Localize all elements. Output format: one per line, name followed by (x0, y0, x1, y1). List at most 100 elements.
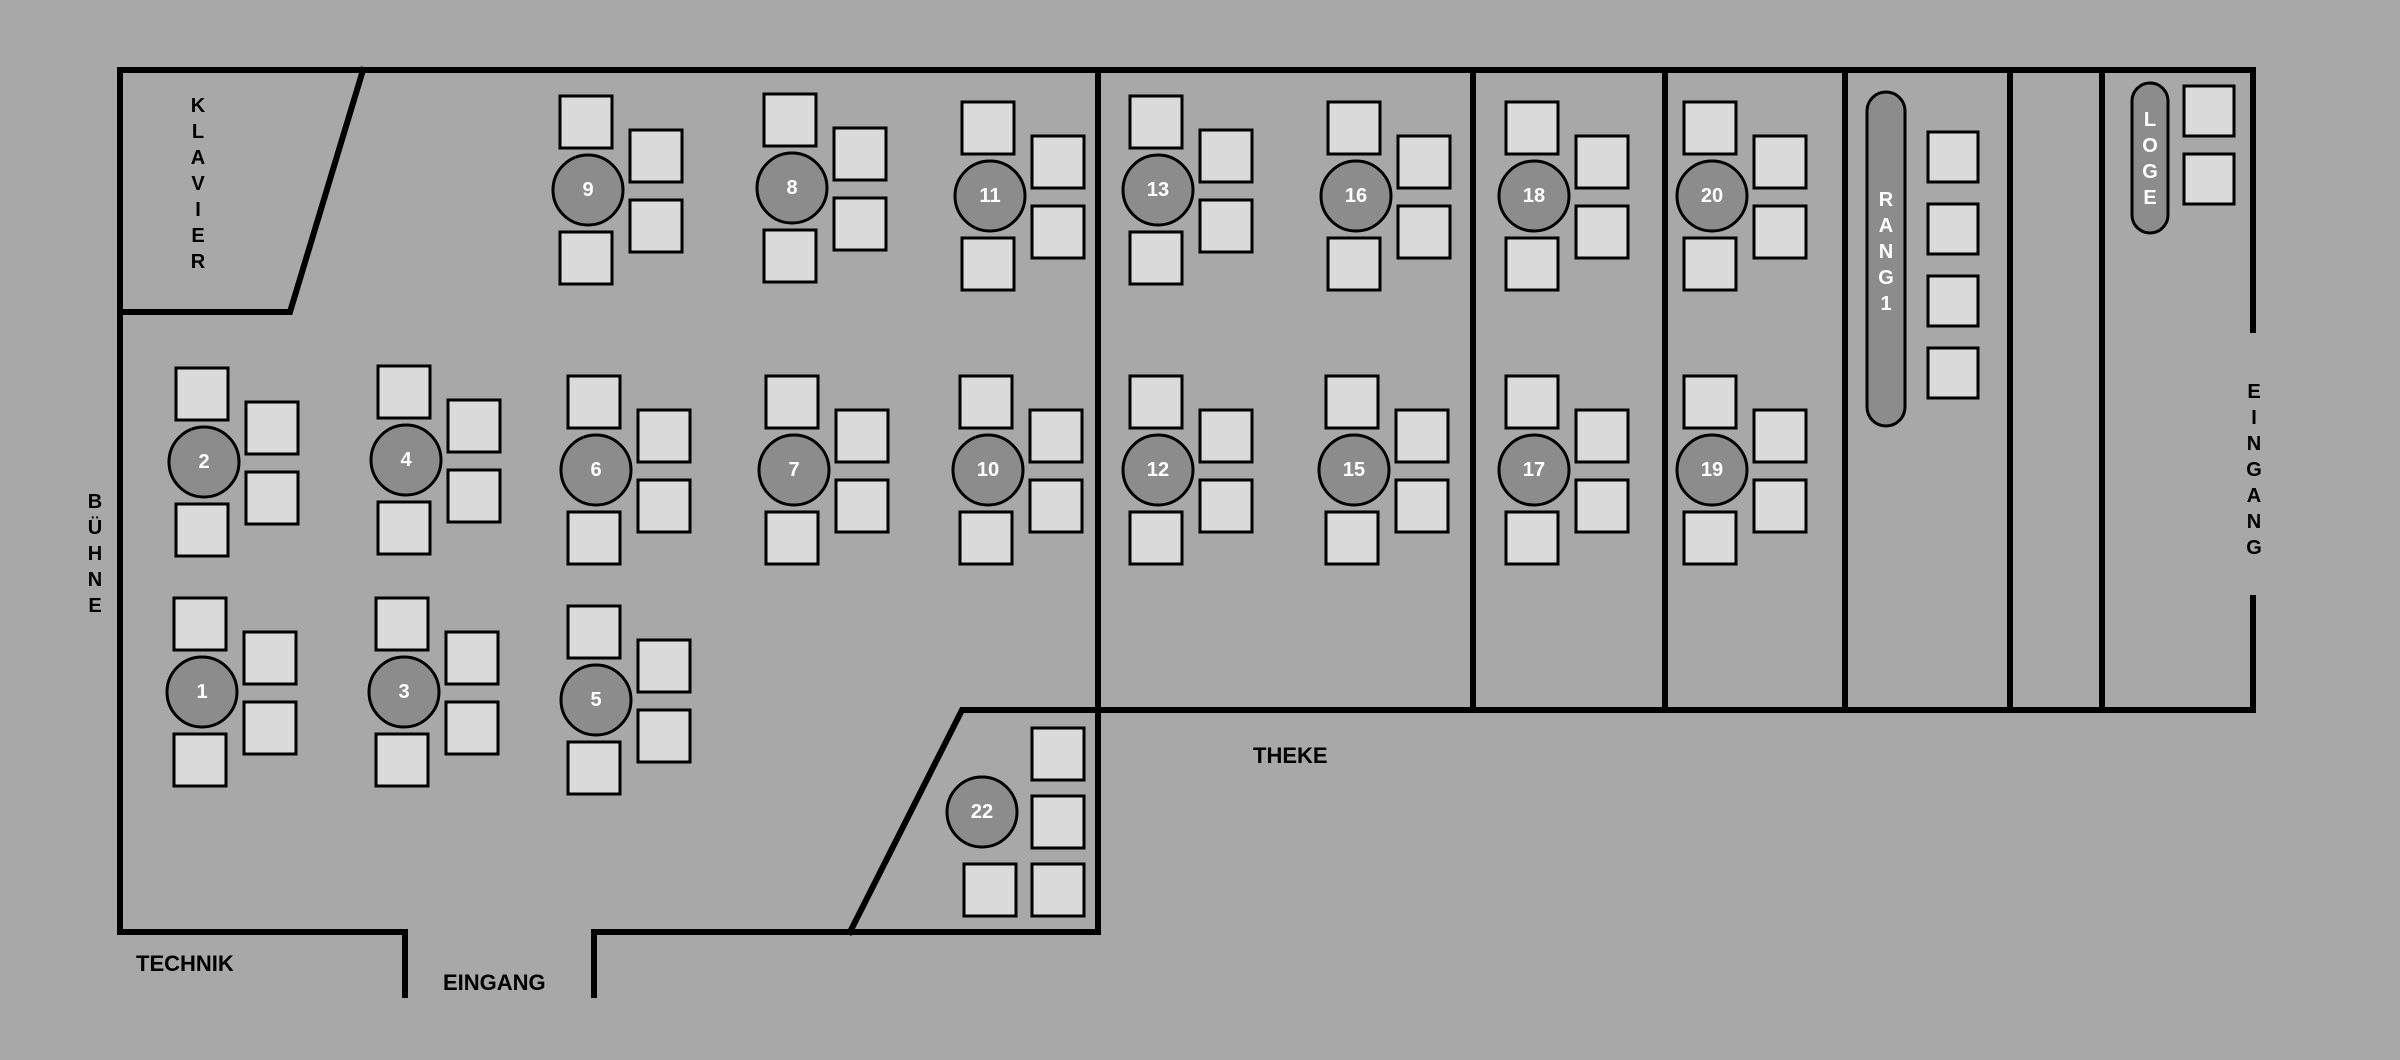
loge-bench[interactable] (2130, 81, 2170, 235)
chair[interactable] (1128, 94, 1184, 150)
chair[interactable] (558, 94, 614, 150)
chair[interactable] (244, 470, 300, 526)
table-15[interactable] (1317, 433, 1391, 507)
chair[interactable] (764, 510, 820, 566)
chair[interactable] (1682, 100, 1738, 156)
chair[interactable] (834, 478, 890, 534)
chair[interactable] (1198, 198, 1254, 254)
chair[interactable] (1394, 478, 1450, 534)
chair[interactable] (1326, 236, 1382, 292)
chair[interactable] (962, 862, 1018, 918)
chair[interactable] (1198, 128, 1254, 184)
chair[interactable] (636, 408, 692, 464)
chair[interactable] (446, 468, 502, 524)
chair[interactable] (1396, 134, 1452, 190)
chair[interactable] (242, 630, 298, 686)
chair[interactable] (374, 596, 430, 652)
table-6[interactable] (559, 433, 633, 507)
table-9[interactable] (551, 153, 625, 227)
chair[interactable] (376, 500, 432, 556)
rang-1-bench[interactable] (1865, 90, 1907, 428)
chair[interactable] (1574, 408, 1630, 464)
chair[interactable] (174, 502, 230, 558)
table-7[interactable] (757, 433, 831, 507)
chair[interactable] (1324, 510, 1380, 566)
chair[interactable] (1752, 134, 1808, 190)
chair[interactable] (1198, 478, 1254, 534)
chair[interactable] (1030, 794, 1086, 850)
chair[interactable] (566, 510, 622, 566)
table-5[interactable] (559, 663, 633, 737)
chair[interactable] (628, 198, 684, 254)
chair[interactable] (1394, 408, 1450, 464)
chair[interactable] (1326, 100, 1382, 156)
chair[interactable] (244, 400, 300, 456)
chair[interactable] (764, 374, 820, 430)
chair[interactable] (1682, 236, 1738, 292)
table-22[interactable] (945, 775, 1019, 849)
chair[interactable] (958, 374, 1014, 430)
chair[interactable] (636, 478, 692, 534)
table-13[interactable] (1121, 153, 1195, 227)
table-11[interactable] (953, 159, 1027, 233)
chair[interactable] (832, 126, 888, 182)
table-3[interactable] (367, 655, 441, 729)
table-12[interactable] (1121, 433, 1195, 507)
chair[interactable] (762, 228, 818, 284)
chair[interactable] (172, 732, 228, 788)
chair[interactable] (628, 128, 684, 184)
chair[interactable] (832, 196, 888, 252)
chair[interactable] (1752, 478, 1808, 534)
chair[interactable] (1128, 230, 1184, 286)
chair[interactable] (1396, 204, 1452, 260)
rang-seat[interactable] (1926, 130, 1980, 184)
chair[interactable] (1752, 204, 1808, 260)
chair[interactable] (566, 604, 622, 660)
chair[interactable] (376, 364, 432, 420)
chair[interactable] (1574, 134, 1630, 190)
chair[interactable] (566, 740, 622, 796)
table-1[interactable] (165, 655, 239, 729)
chair[interactable] (636, 708, 692, 764)
chair[interactable] (174, 366, 230, 422)
table-16[interactable] (1319, 159, 1393, 233)
table-19[interactable] (1675, 433, 1749, 507)
chair[interactable] (1028, 408, 1084, 464)
chair[interactable] (1324, 374, 1380, 430)
chair[interactable] (1198, 408, 1254, 464)
table-8[interactable] (755, 151, 829, 225)
chair[interactable] (1128, 374, 1184, 430)
chair[interactable] (1574, 478, 1630, 534)
chair[interactable] (1030, 726, 1086, 782)
chair[interactable] (958, 510, 1014, 566)
chair[interactable] (242, 700, 298, 756)
table-10[interactable] (951, 433, 1025, 507)
chair[interactable] (1682, 510, 1738, 566)
chair[interactable] (1504, 236, 1560, 292)
rang-seat[interactable] (1926, 346, 1980, 400)
chair[interactable] (1504, 510, 1560, 566)
table-17[interactable] (1497, 433, 1571, 507)
table-18[interactable] (1497, 159, 1571, 233)
chair[interactable] (762, 92, 818, 148)
chair[interactable] (1752, 408, 1808, 464)
chair[interactable] (1030, 862, 1086, 918)
chair[interactable] (1030, 134, 1086, 190)
chair[interactable] (1504, 374, 1560, 430)
chair[interactable] (1030, 204, 1086, 260)
chair[interactable] (1128, 510, 1184, 566)
rang-seat[interactable] (1926, 202, 1980, 256)
chair[interactable] (1682, 374, 1738, 430)
table-2[interactable] (167, 425, 241, 499)
table-20[interactable] (1675, 159, 1749, 233)
rang-seat[interactable] (1926, 274, 1980, 328)
chair[interactable] (558, 230, 614, 286)
chair[interactable] (960, 236, 1016, 292)
chair[interactable] (444, 630, 500, 686)
chair[interactable] (834, 408, 890, 464)
chair[interactable] (446, 398, 502, 454)
chair[interactable] (444, 700, 500, 756)
loge-seat[interactable] (2182, 152, 2236, 206)
chair[interactable] (1504, 100, 1560, 156)
chair[interactable] (960, 100, 1016, 156)
